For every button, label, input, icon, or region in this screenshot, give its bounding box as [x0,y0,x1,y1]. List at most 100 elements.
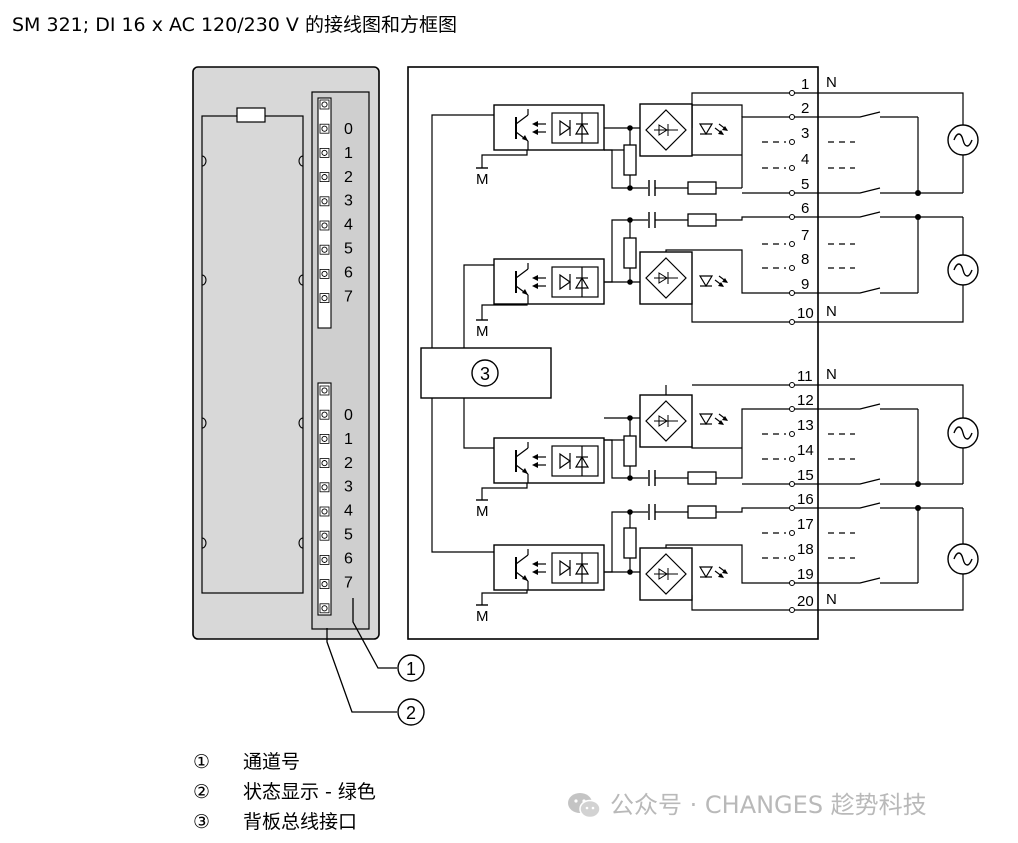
terminal-label: 5 [801,176,809,193]
terminal-label: 20 [797,593,814,610]
lower-channel-labels: 0 1 2 3 4 5 6 7 [344,407,353,591]
rectifier-bridge-2 [639,251,693,305]
terminal-point [789,456,795,462]
callout-channel-number: 1 [397,654,425,682]
terminal-point [789,214,795,220]
terminal-point [789,431,795,437]
terminal-point [789,580,795,586]
led-indicator [321,460,328,467]
terminal-label: 17 [797,516,814,533]
terminal-point [789,190,795,196]
channel-label: 5 [344,241,353,258]
terminal-point [789,90,795,96]
terminal-label: 14 [797,442,814,459]
channel-label: 7 [344,574,353,591]
optocoupler-1 [493,104,605,151]
svg-text:M: M [476,323,489,340]
terminal-label: 3 [801,125,809,142]
svg-text:3: 3 [480,364,490,384]
led-indicator [321,270,328,277]
terminal-point [789,139,795,145]
status-led-1 [699,123,729,136]
svg-text:N: N [826,366,837,383]
terminal-point [789,481,795,487]
external-wiring [818,92,964,611]
terminal-label: 8 [801,251,809,268]
svg-text:1: 1 [406,659,416,679]
backplane-bus-interface: 3 [420,347,552,399]
optocoupler-4 [493,544,605,591]
terminal-label: 15 [797,467,814,484]
resistors [623,144,717,559]
terminal-point [789,290,795,296]
terminal-label: 10 [797,305,814,322]
channel-label: 0 [344,121,353,138]
terminal-label: 11 [797,368,813,385]
terminal-label: 9 [801,276,809,293]
dashed-channel-lines [762,141,855,559]
channel-label: 0 [344,407,353,424]
terminal-point [789,530,795,536]
svg-text:N: N [826,303,837,320]
channel-label: 2 [344,455,353,472]
optocoupler-2 [493,258,605,305]
wire-junctions [627,125,633,575]
channel-label: 3 [344,193,353,210]
terminal-label: 12 [797,392,814,409]
svg-text:M: M [476,171,489,188]
led-indicator [321,435,328,442]
terminal-label: 7 [801,227,809,244]
svg-text:N: N [826,591,837,608]
terminal-label: 13 [797,417,814,434]
led-indicator [321,508,328,515]
ac-source-3 [947,417,979,449]
rectifier-bridge-3 [639,394,693,448]
terminal-point [789,505,795,511]
channel-label: 1 [344,431,353,448]
terminal-point [789,265,795,271]
channel-label: 3 [344,479,353,496]
svg-text:2: 2 [406,703,416,723]
led-indicator [321,411,328,418]
channel-label: 7 [344,288,353,305]
page-title: SM 321; DI 16 x AC 120/230 V 的接线图和方框图 [12,14,457,36]
led-indicator [321,295,328,302]
terminal-point [789,382,795,388]
neutral-labels: N N N N [826,74,837,608]
terminal-label: 2 [801,100,809,117]
terminal-circles [789,90,795,613]
channel-label: 2 [344,169,353,186]
terminal-point [789,406,795,412]
terminal-label: 1 [801,76,809,93]
ground-symbols: M M M M [475,167,489,625]
rectifier-bridge-4 [639,547,693,601]
channel-label: 6 [344,550,353,567]
channel-label: 5 [344,527,353,544]
led-indicator [321,125,328,132]
junction-dots [915,190,921,511]
optocoupler-3 [493,437,605,484]
rectifier-bridge-1 [639,103,693,157]
led-indicator [321,605,328,612]
terminal-label: 18 [797,541,814,558]
channel-label: 4 [344,503,353,520]
terminal-label: 6 [801,200,809,217]
led-indicator [321,556,328,563]
led-indicator [321,484,328,491]
capacitors [648,180,656,520]
terminal-label: 19 [797,566,814,583]
status-led-2 [699,275,729,288]
led-indicator [321,246,328,253]
module-front [192,66,380,640]
channel-label: 6 [344,264,353,281]
terminal-point [789,241,795,247]
block-diagram-frame [407,66,819,640]
svg-text:N: N [826,74,837,91]
led-indicator [321,149,328,156]
wechat-icon [568,793,601,819]
